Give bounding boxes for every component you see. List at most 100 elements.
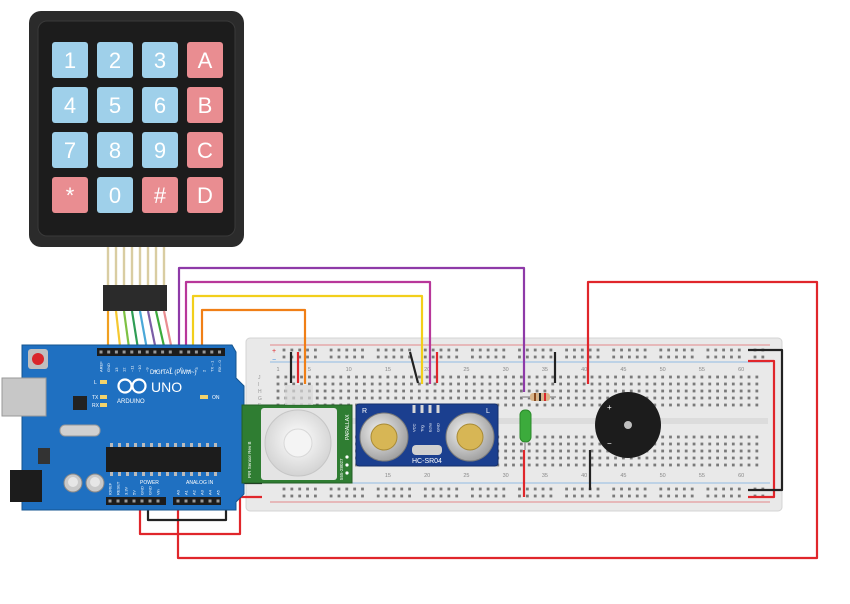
- breadboard-hole[interactable]: [525, 348, 529, 352]
- breadboard-hole[interactable]: [653, 403, 657, 407]
- breadboard-hole[interactable]: [527, 449, 531, 453]
- breadboard-hole[interactable]: [306, 355, 309, 359]
- breadboard-hole[interactable]: [504, 456, 508, 460]
- breadboard-hole[interactable]: [471, 348, 474, 352]
- breadboard-hole[interactable]: [755, 396, 759, 400]
- digital-pin[interactable]: [107, 350, 111, 354]
- breadboard-hole[interactable]: [731, 449, 735, 453]
- breadboard-hole[interactable]: [543, 463, 547, 467]
- breadboard-hole[interactable]: [645, 375, 649, 379]
- breadboard-hole[interactable]: [684, 382, 688, 386]
- breadboard-hole[interactable]: [512, 389, 515, 393]
- breadboard-hole[interactable]: [347, 396, 351, 400]
- breadboard-hole[interactable]: [361, 348, 364, 352]
- breadboard-hole[interactable]: [730, 487, 733, 491]
- breadboard-hole[interactable]: [535, 375, 539, 379]
- breadboard-hole[interactable]: [290, 487, 294, 491]
- breadboard-hole[interactable]: [669, 449, 672, 453]
- breadboard-hole[interactable]: [700, 382, 704, 386]
- breadboard-hole[interactable]: [590, 456, 594, 460]
- breadboard-hole[interactable]: [590, 403, 594, 407]
- breadboard-hole[interactable]: [629, 382, 633, 386]
- breadboard-hole[interactable]: [716, 396, 719, 400]
- breadboard-hole[interactable]: [590, 463, 594, 467]
- breadboard-hole[interactable]: [345, 487, 349, 491]
- breadboard-hole[interactable]: [708, 442, 712, 446]
- breadboard-hole[interactable]: [567, 403, 570, 407]
- breadboard-hole[interactable]: [659, 348, 663, 352]
- breadboard-hole[interactable]: [425, 389, 429, 393]
- breadboard-hole[interactable]: [370, 396, 374, 400]
- breadboard-hole[interactable]: [472, 389, 476, 393]
- breadboard-hole[interactable]: [339, 375, 343, 379]
- breadboard-hole[interactable]: [661, 389, 665, 393]
- breadboard-hole[interactable]: [700, 442, 704, 446]
- breadboard-hole[interactable]: [543, 442, 547, 446]
- breadboard-hole[interactable]: [551, 396, 555, 400]
- breadboard-hole[interactable]: [574, 375, 578, 379]
- breadboard-hole[interactable]: [724, 456, 727, 460]
- breadboard-hole[interactable]: [739, 389, 743, 393]
- breadboard-hole[interactable]: [676, 375, 680, 379]
- breadboard-hole[interactable]: [386, 396, 390, 400]
- breadboard-hole[interactable]: [582, 463, 586, 467]
- breadboard-hole[interactable]: [747, 435, 751, 439]
- breadboard-hole[interactable]: [353, 348, 357, 352]
- breadboard-hole[interactable]: [708, 389, 712, 393]
- breadboard-hole[interactable]: [315, 396, 319, 400]
- breadboard-hole[interactable]: [298, 487, 302, 491]
- keypad-key-1[interactable]: 2: [97, 42, 133, 78]
- breadboard-hole[interactable]: [408, 487, 411, 491]
- breadboard-hole[interactable]: [512, 449, 515, 453]
- breadboard-hole[interactable]: [730, 348, 733, 352]
- breadboard-hole[interactable]: [535, 382, 539, 386]
- ultrasonic-pin[interactable]: [420, 405, 424, 413]
- breadboard-hole[interactable]: [692, 389, 696, 393]
- breadboard-hole[interactable]: [716, 449, 719, 453]
- breadboard-hole[interactable]: [423, 348, 427, 352]
- breadboard-hole[interactable]: [478, 487, 482, 491]
- breadboard-hole[interactable]: [417, 375, 421, 379]
- breadboard-hole[interactable]: [669, 403, 672, 407]
- breadboard-hole[interactable]: [692, 435, 696, 439]
- breadboard-hole[interactable]: [669, 456, 672, 460]
- breadboard-hole[interactable]: [331, 375, 335, 379]
- breadboard-hole[interactable]: [551, 389, 555, 393]
- breadboard-hole[interactable]: [376, 487, 380, 491]
- breadboard-hole[interactable]: [494, 355, 498, 359]
- breadboard-hole[interactable]: [314, 487, 317, 491]
- breadboard-hole[interactable]: [308, 375, 311, 379]
- breadboard-hole[interactable]: [378, 389, 382, 393]
- breadboard-hole[interactable]: [512, 382, 515, 386]
- breadboard-hole[interactable]: [684, 449, 688, 453]
- breadboard-hole[interactable]: [535, 463, 539, 467]
- breadboard-hole[interactable]: [559, 463, 562, 467]
- breadboard-hole[interactable]: [747, 463, 751, 467]
- breadboard-hole[interactable]: [567, 442, 570, 446]
- breadboard-hole[interactable]: [527, 389, 531, 393]
- breadboard-hole[interactable]: [653, 449, 657, 453]
- breadboard-hole[interactable]: [661, 435, 665, 439]
- breadboard-hole[interactable]: [441, 382, 445, 386]
- breadboard-hole[interactable]: [400, 494, 404, 498]
- breadboard-hole[interactable]: [755, 456, 759, 460]
- breadboard-hole[interactable]: [494, 348, 498, 352]
- breadboard-hole[interactable]: [449, 389, 453, 393]
- breadboard-hole[interactable]: [690, 494, 694, 498]
- breadboard-hole[interactable]: [700, 403, 704, 407]
- breadboard-hole[interactable]: [394, 396, 398, 400]
- breadboard-hole[interactable]: [700, 449, 704, 453]
- breadboard-hole[interactable]: [386, 382, 390, 386]
- breadboard-hole[interactable]: [315, 389, 319, 393]
- breadboard-hole[interactable]: [417, 382, 421, 386]
- breadboard-hole[interactable]: [716, 463, 719, 467]
- breadboard-hole[interactable]: [755, 403, 759, 407]
- breadboard-hole[interactable]: [661, 382, 665, 386]
- breadboard-hole[interactable]: [716, 403, 719, 407]
- breadboard-hole[interactable]: [543, 449, 547, 453]
- digital-pin[interactable]: [218, 350, 221, 354]
- breadboard-hole[interactable]: [708, 463, 712, 467]
- breadboard-hole[interactable]: [361, 355, 364, 359]
- breadboard-hole[interactable]: [441, 389, 445, 393]
- analog-pin[interactable]: [208, 499, 212, 503]
